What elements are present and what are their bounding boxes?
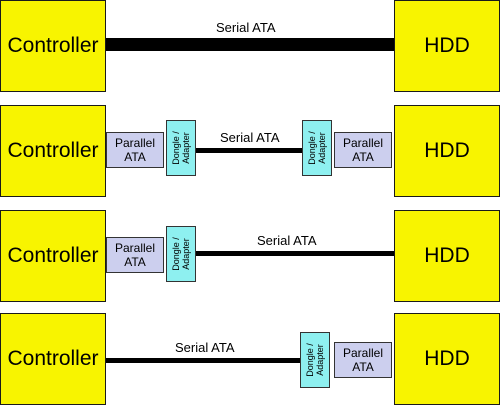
controller-label: Controller	[7, 139, 99, 162]
parallel-ata-connector: Parallel ATA	[334, 342, 392, 378]
controller-box: Controller	[0, 313, 106, 405]
hdd-box: HDD	[394, 210, 500, 302]
serial-ata-cable	[106, 358, 300, 363]
hdd-box: HDD	[394, 313, 500, 405]
controller-box: Controller	[0, 0, 106, 92]
dongle-adapter-label: Dongle / Adapter	[307, 131, 327, 165]
controller-label: Controller	[7, 34, 99, 57]
serial-ata-label: Serial ATA	[257, 233, 317, 248]
parallel-ata-connector: Parallel ATA	[334, 132, 392, 168]
hdd-label: HDD	[424, 34, 470, 57]
dongle-adapter: Dongle / Adapter	[166, 226, 196, 282]
serial-ata-cable	[106, 38, 394, 51]
serial-ata-label: Serial ATA	[216, 20, 276, 35]
hdd-box: HDD	[394, 105, 500, 197]
dongle-adapter: Dongle / Adapter	[302, 120, 332, 176]
hdd-label: HDD	[424, 139, 470, 162]
serial-ata-label: Serial ATA	[220, 130, 280, 145]
parallel-ata-connector: Parallel ATA	[106, 237, 164, 273]
dongle-adapter: Dongle / Adapter	[300, 332, 330, 388]
dongle-adapter-label: Dongle / Adapter	[305, 343, 325, 377]
controller-label: Controller	[7, 347, 99, 370]
dongle-adapter-label: Dongle / Adapter	[171, 237, 191, 271]
controller-box: Controller	[0, 210, 106, 302]
dongle-adapter: Dongle / Adapter	[166, 120, 196, 176]
controller-label: Controller	[7, 244, 99, 267]
parallel-ata-connector: Parallel ATA	[106, 132, 164, 168]
serial-ata-cable	[196, 251, 394, 256]
serial-ata-label: Serial ATA	[175, 340, 235, 355]
serial-ata-cable	[196, 148, 302, 153]
hdd-label: HDD	[424, 347, 470, 370]
controller-box: Controller	[0, 105, 106, 197]
hdd-box: HDD	[394, 0, 500, 92]
dongle-adapter-label: Dongle / Adapter	[171, 131, 191, 165]
hdd-label: HDD	[424, 244, 470, 267]
